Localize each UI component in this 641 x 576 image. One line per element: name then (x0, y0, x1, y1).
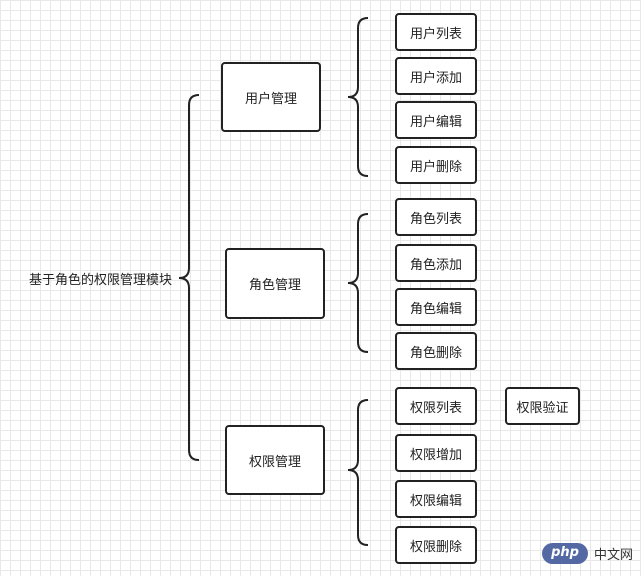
php-logo-icon: php (542, 543, 588, 564)
role-list-node: 角色列表 (395, 198, 477, 236)
role-add-node: 角色添加 (395, 244, 477, 282)
permission-list-node: 权限列表 (395, 387, 477, 425)
user-delete-node: 用户删除 (395, 146, 477, 184)
module-role: 角色管理 (225, 248, 325, 319)
permission-edit-node: 权限编辑 (395, 480, 477, 518)
module-user: 用户管理 (221, 62, 321, 132)
permission-add-node: 权限增加 (395, 434, 477, 472)
root-label: 基于角色的权限管理模块 (29, 273, 173, 288)
role-edit-node: 角色编辑 (395, 288, 477, 326)
module-permission: 权限管理 (225, 425, 325, 495)
permission-verify-node: 权限验证 (505, 387, 580, 425)
user-list-node: 用户列表 (395, 13, 477, 51)
watermark: php 中文网 (542, 543, 633, 564)
brace-user (347, 17, 369, 177)
role-delete-node: 角色删除 (395, 332, 477, 370)
permission-delete-node: 权限删除 (395, 526, 477, 564)
user-add-node: 用户添加 (395, 57, 477, 95)
watermark-text: 中文网 (593, 548, 633, 563)
user-edit-node: 用户编辑 (395, 101, 477, 139)
brace-permission (347, 399, 369, 546)
brace-role (347, 213, 369, 353)
root-brace (178, 94, 200, 461)
